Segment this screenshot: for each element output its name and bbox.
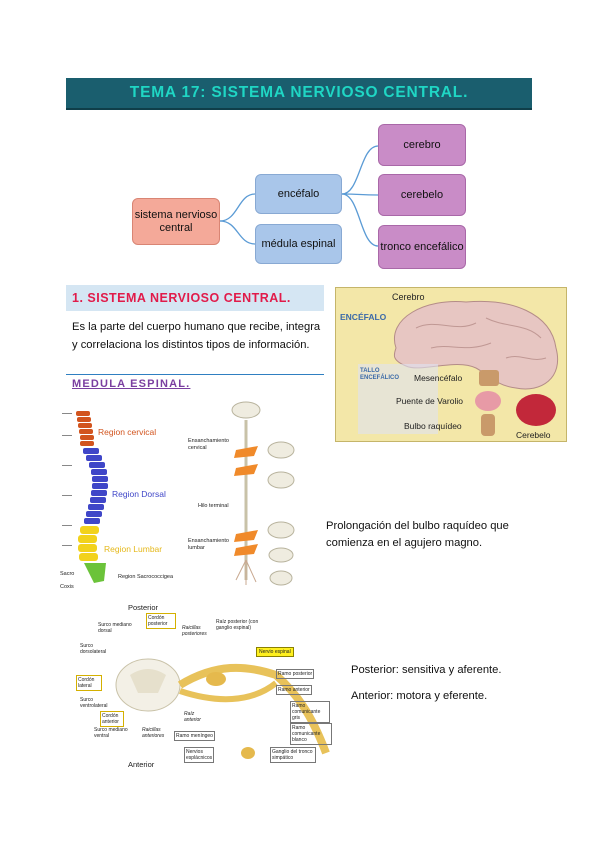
concept-encefalo-label: encéfalo	[277, 187, 320, 200]
concept-root: sistema nervioso central	[132, 198, 220, 245]
concept-tronco-label: tronco encefálico	[380, 240, 464, 253]
concept-cerebro-label: cerebro	[403, 138, 441, 151]
nerve-label-anterior: Anterior	[128, 760, 155, 769]
nerve-label-surco-ventrolateral: Surco ventrolateral	[80, 697, 108, 709]
nerve-label-surco-dorsolateral: Surco dorsolateral	[80, 643, 107, 655]
brain-label-mesencefalo: Mesencéfalo	[414, 373, 463, 383]
nerve-figure: Posterior Anterior Surco mediano dorsal …	[66, 603, 356, 773]
nerve-label-ganglio-tronco: Ganglio del tronco simpático	[270, 747, 316, 763]
spine-label-lumbar: Region Lumbar	[104, 544, 163, 554]
title-banner: TEMA 17: SISTEMA NERVIOSO CENTRAL.	[66, 78, 532, 108]
concept-cerebro: cerebro	[378, 124, 466, 166]
brain-label-tallo: TALLO ENCEFÁLICO	[360, 368, 399, 381]
nerve-label-ramo-anterior: Ramo anterior	[276, 685, 312, 695]
cord-label-hilo: Hilo terminal	[198, 503, 229, 509]
spine-label-sacrococcigea: Region Sacrococcigea	[118, 574, 174, 580]
note-posterior: Posterior: sensitiva y aferente.	[351, 664, 502, 676]
nerve-label-raiz-posterior: Raíz posterior (con ganglio espinal)	[216, 619, 259, 631]
section-paragraph: Es la parte del cuerpo humano que recibe…	[72, 321, 321, 351]
nerve-label-raicillas-anteriores: Raicillas anteriores	[142, 727, 165, 739]
concept-medula: médula espinal	[255, 224, 342, 264]
concept-cerebelo: cerebelo	[378, 174, 466, 216]
nerve-label-cordon-anterior: Cordón anterior	[100, 711, 124, 727]
note-prolongacion: Prolongación del bulbo raquídeo que comi…	[326, 520, 509, 549]
note-anterior: Anterior: motora y eferente.	[351, 690, 488, 702]
spine-label-coxis: Coxis	[60, 584, 74, 590]
cord-label-cervical: Ensanchamiento cervical	[188, 438, 229, 451]
spine-label-cervical: Region cervical	[98, 427, 157, 437]
section-heading-text: 1. SISTEMA NERVIOSO CENTRAL.	[72, 291, 291, 305]
concept-tronco: tronco encefálico	[378, 225, 466, 269]
nerve-label-nervio-espinal: Nervio espinal	[256, 647, 294, 657]
spine-label-sacro: Sacro	[60, 571, 75, 577]
page-title: TEMA 17: SISTEMA NERVIOSO CENTRAL.	[129, 84, 469, 101]
brain-illustration	[358, 300, 558, 436]
section-divider	[66, 374, 324, 375]
concept-medula-label: médula espinal	[261, 237, 336, 250]
nerve-label-cordon-posterior: Cordón posterior	[146, 613, 176, 629]
nerve-label-raiz-anterior: Raíz anterior	[184, 711, 201, 723]
brain-figure: Cerebro ENCÉFALO TALLO ENCEFÁLICO Mesenc…	[335, 287, 567, 442]
brain-label-encefalo: ENCÉFALO	[340, 312, 387, 322]
brain-label-cerebelo: Cerebelo	[516, 430, 551, 440]
nerve-label-ramo-comunicante-blanco: Ramo comunicante blanco	[290, 723, 332, 745]
brain-label-cerebro: Cerebro	[392, 292, 425, 302]
cord-label-lumbar: Ensanchamiento lumbar	[188, 538, 229, 551]
spine-figure: Region cervical Region Dorsal Region Lum…	[58, 405, 198, 590]
nerve-label-nervios-esplacnicos: Nervios esplácnicos	[184, 747, 214, 763]
nerve-label-ramo-posterior: Ramo posterior	[276, 669, 315, 679]
spine-label-dorsal: Region Dorsal	[112, 489, 166, 499]
nerve-label-posterior: Posterior	[128, 603, 159, 612]
nerve-label-surco-mediano-dorsal: Surco mediano dorsal	[98, 622, 132, 634]
nerve-label-surco-mediano-ventral: Surco mediano ventral	[94, 727, 128, 739]
sub-heading: MEDULA ESPINAL.	[72, 378, 191, 390]
nerve-label-raicillas-posteriores: Raicillas posteriores	[182, 625, 207, 637]
cord-illustration	[231, 401, 295, 586]
section-heading: 1. SISTEMA NERVIOSO CENTRAL.	[66, 285, 324, 311]
concept-encefalo: encéfalo	[255, 174, 342, 214]
brain-label-varolio: Puente de Varolio	[396, 396, 463, 406]
concept-root-label: sistema nervioso central	[134, 208, 218, 234]
nerve-label-ramo-meningeo: Ramo meníngeo	[174, 731, 215, 741]
cord-figure: Ensanchamiento cervical Hilo terminal En…	[188, 400, 306, 595]
concept-cerebelo-label: cerebelo	[400, 188, 444, 201]
brain-label-bulbo: Bulbo raquídeo	[404, 421, 462, 431]
nerve-label-cordon-lateral: Cordón lateral	[76, 675, 102, 691]
nerve-label-ramo-comunicante-gris: Ramo comunicante gris	[290, 701, 330, 723]
spine-illustration	[62, 411, 108, 583]
nerve-illustration	[115, 658, 330, 759]
